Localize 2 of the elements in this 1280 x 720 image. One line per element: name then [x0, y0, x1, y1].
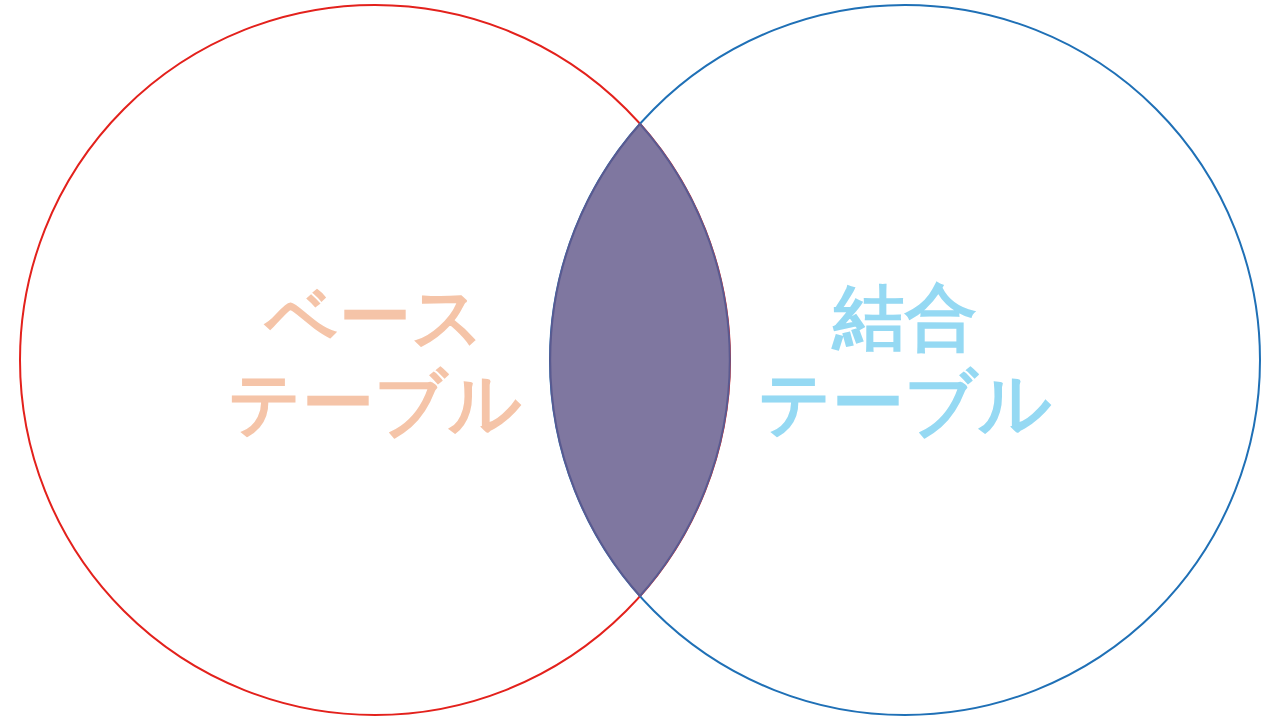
set-label: ベーステーブル: [228, 274, 522, 446]
set-label: 結合テーブル: [758, 274, 1052, 446]
